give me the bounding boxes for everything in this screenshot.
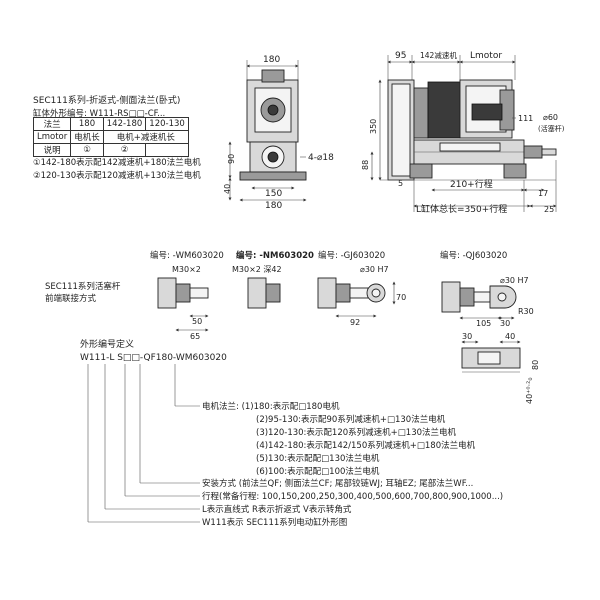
rod-label-1a: M30×2 (172, 265, 201, 274)
rod-side-label-2: 前端联接方式 (45, 293, 97, 304)
model-line-3: (3)120-130:表示配120系列减速机+□130法兰电机 (256, 427, 457, 438)
dim-17: 17 (538, 189, 548, 198)
model-line-10: W111表示 SEC111系列电动缸外形图 (202, 517, 347, 528)
spec-cell: 说明 (32, 143, 72, 157)
rod-side-label-1: SEC111系列活塞杆 (45, 281, 121, 292)
rod-label-3b: 70 (396, 293, 406, 302)
rod-label-1b: 50 (192, 317, 202, 326)
rod-label-4d: 30 (500, 319, 510, 328)
model-line-2: (2)95-130:表示配90系列减速机+□130法兰电机 (256, 414, 446, 425)
dim-top-width: 180 (263, 55, 280, 65)
spec-cell (145, 143, 189, 157)
rod-code-2: 编号: -NM603020 (236, 250, 314, 261)
dim-350: 350 (369, 119, 378, 134)
rod-code-3: 编号: -GJ603020 (318, 250, 385, 261)
model-def-title: 外形编号定义 (80, 338, 134, 350)
model-line-7: 安装方式 (前法兰QF; 侧面法兰CF; 尾部铰链WJ; 耳轴EZ; 尾部法兰W… (202, 478, 473, 489)
dim-stroke: 210+行程 (450, 178, 493, 190)
dim-total: L缸体总长=350+行程 (416, 203, 507, 215)
rod-code-4: 编号: -QJ603020 (440, 250, 507, 261)
rod-label-4a: ⌀30 H7 (500, 276, 529, 285)
rod-label-1c: 65 (190, 332, 200, 341)
dim-25: 25 (544, 205, 554, 214)
dim-h90: 90 (227, 154, 236, 164)
bracket-detail: 30 40 80 40⁺⁰·²₀ (461, 332, 540, 404)
rod-label-4c: 105 (476, 319, 491, 328)
model-line-6: (6)100:表示配配□100法兰电机 (256, 466, 380, 477)
dim-lmotor: Lmotor (470, 51, 502, 61)
model-line-1: 电机法兰: (1)180:表示配□180电机 (202, 401, 340, 412)
spec-note-1: ①142-180表示配142减速机+180法兰电机 (33, 157, 201, 168)
dim-h40: 40 (223, 184, 232, 194)
bracket-dim-80: 80 (531, 360, 540, 370)
rod-end-section: SEC111系列活塞杆 前端联接方式 编号: -WM603020 M30×2 5… (45, 250, 534, 341)
model-def-code: W111-L S□□-QF180-WM603020 (80, 353, 227, 363)
dim-bottom-150: 150 (265, 189, 282, 199)
rod-label-3c: 92 (350, 318, 360, 327)
dim-holes: 4-⌀18 (308, 153, 334, 163)
dim-phi60: ⌀60 (543, 113, 558, 122)
front-view: 180 150 180 4-⌀18 90 40 (223, 55, 334, 211)
dim-111: 111 (518, 114, 533, 123)
model-line-5: (5)130:表示配配□130法兰电机 (256, 453, 380, 464)
rod-label-4b: R30 (518, 307, 534, 316)
rod-label-2a: M30×2 深42 (232, 265, 282, 274)
model-definition: 外形编号定义 W111-L S□□-QF180-WM603020 电机法兰: (… (80, 338, 503, 528)
model-line-9: L表示直线式 R表示折返式 V表示转角式 (202, 504, 352, 515)
rod-code-1: 编号: -WM603020 (150, 250, 224, 261)
dim-bottom-180: 180 (265, 201, 282, 211)
bracket-dim-tol: 40⁺⁰·²₀ (525, 377, 534, 404)
model-line-8: 行程(常备行程: 100,150,200,250,300,400,500,600… (202, 491, 503, 502)
rod-label-3a: ⌀30 H7 (360, 265, 389, 274)
dim-reducer: 142减速机 (420, 50, 457, 60)
dim-88: 88 (361, 160, 370, 170)
spec-note-2: ②120-130表示配120减速机+130法兰电机 (33, 170, 201, 181)
rod-note: (活塞杆) (538, 124, 565, 133)
dim-5: 5 (398, 179, 403, 188)
model-line: 缸体外形编号: W111-RS□□-CF... (33, 108, 165, 119)
bracket-dim-40: 40 (505, 332, 515, 341)
series-title: SEC111系列-折返式-侧面法兰(卧式) (33, 94, 180, 106)
model-line-4: (4)142-180:表示配142/150系列减速机+□180法兰电机 (256, 440, 476, 451)
side-view: 95 142减速机 Lmotor 111 ⌀60 (活塞杆) 350 88 5 (361, 50, 565, 215)
bracket-dim-30: 30 (462, 332, 472, 341)
spec-table: 法兰 180 142-180 120-130 Lmotor 电机长 电机+减速机… (32, 117, 189, 157)
dim-95: 95 (395, 51, 406, 61)
